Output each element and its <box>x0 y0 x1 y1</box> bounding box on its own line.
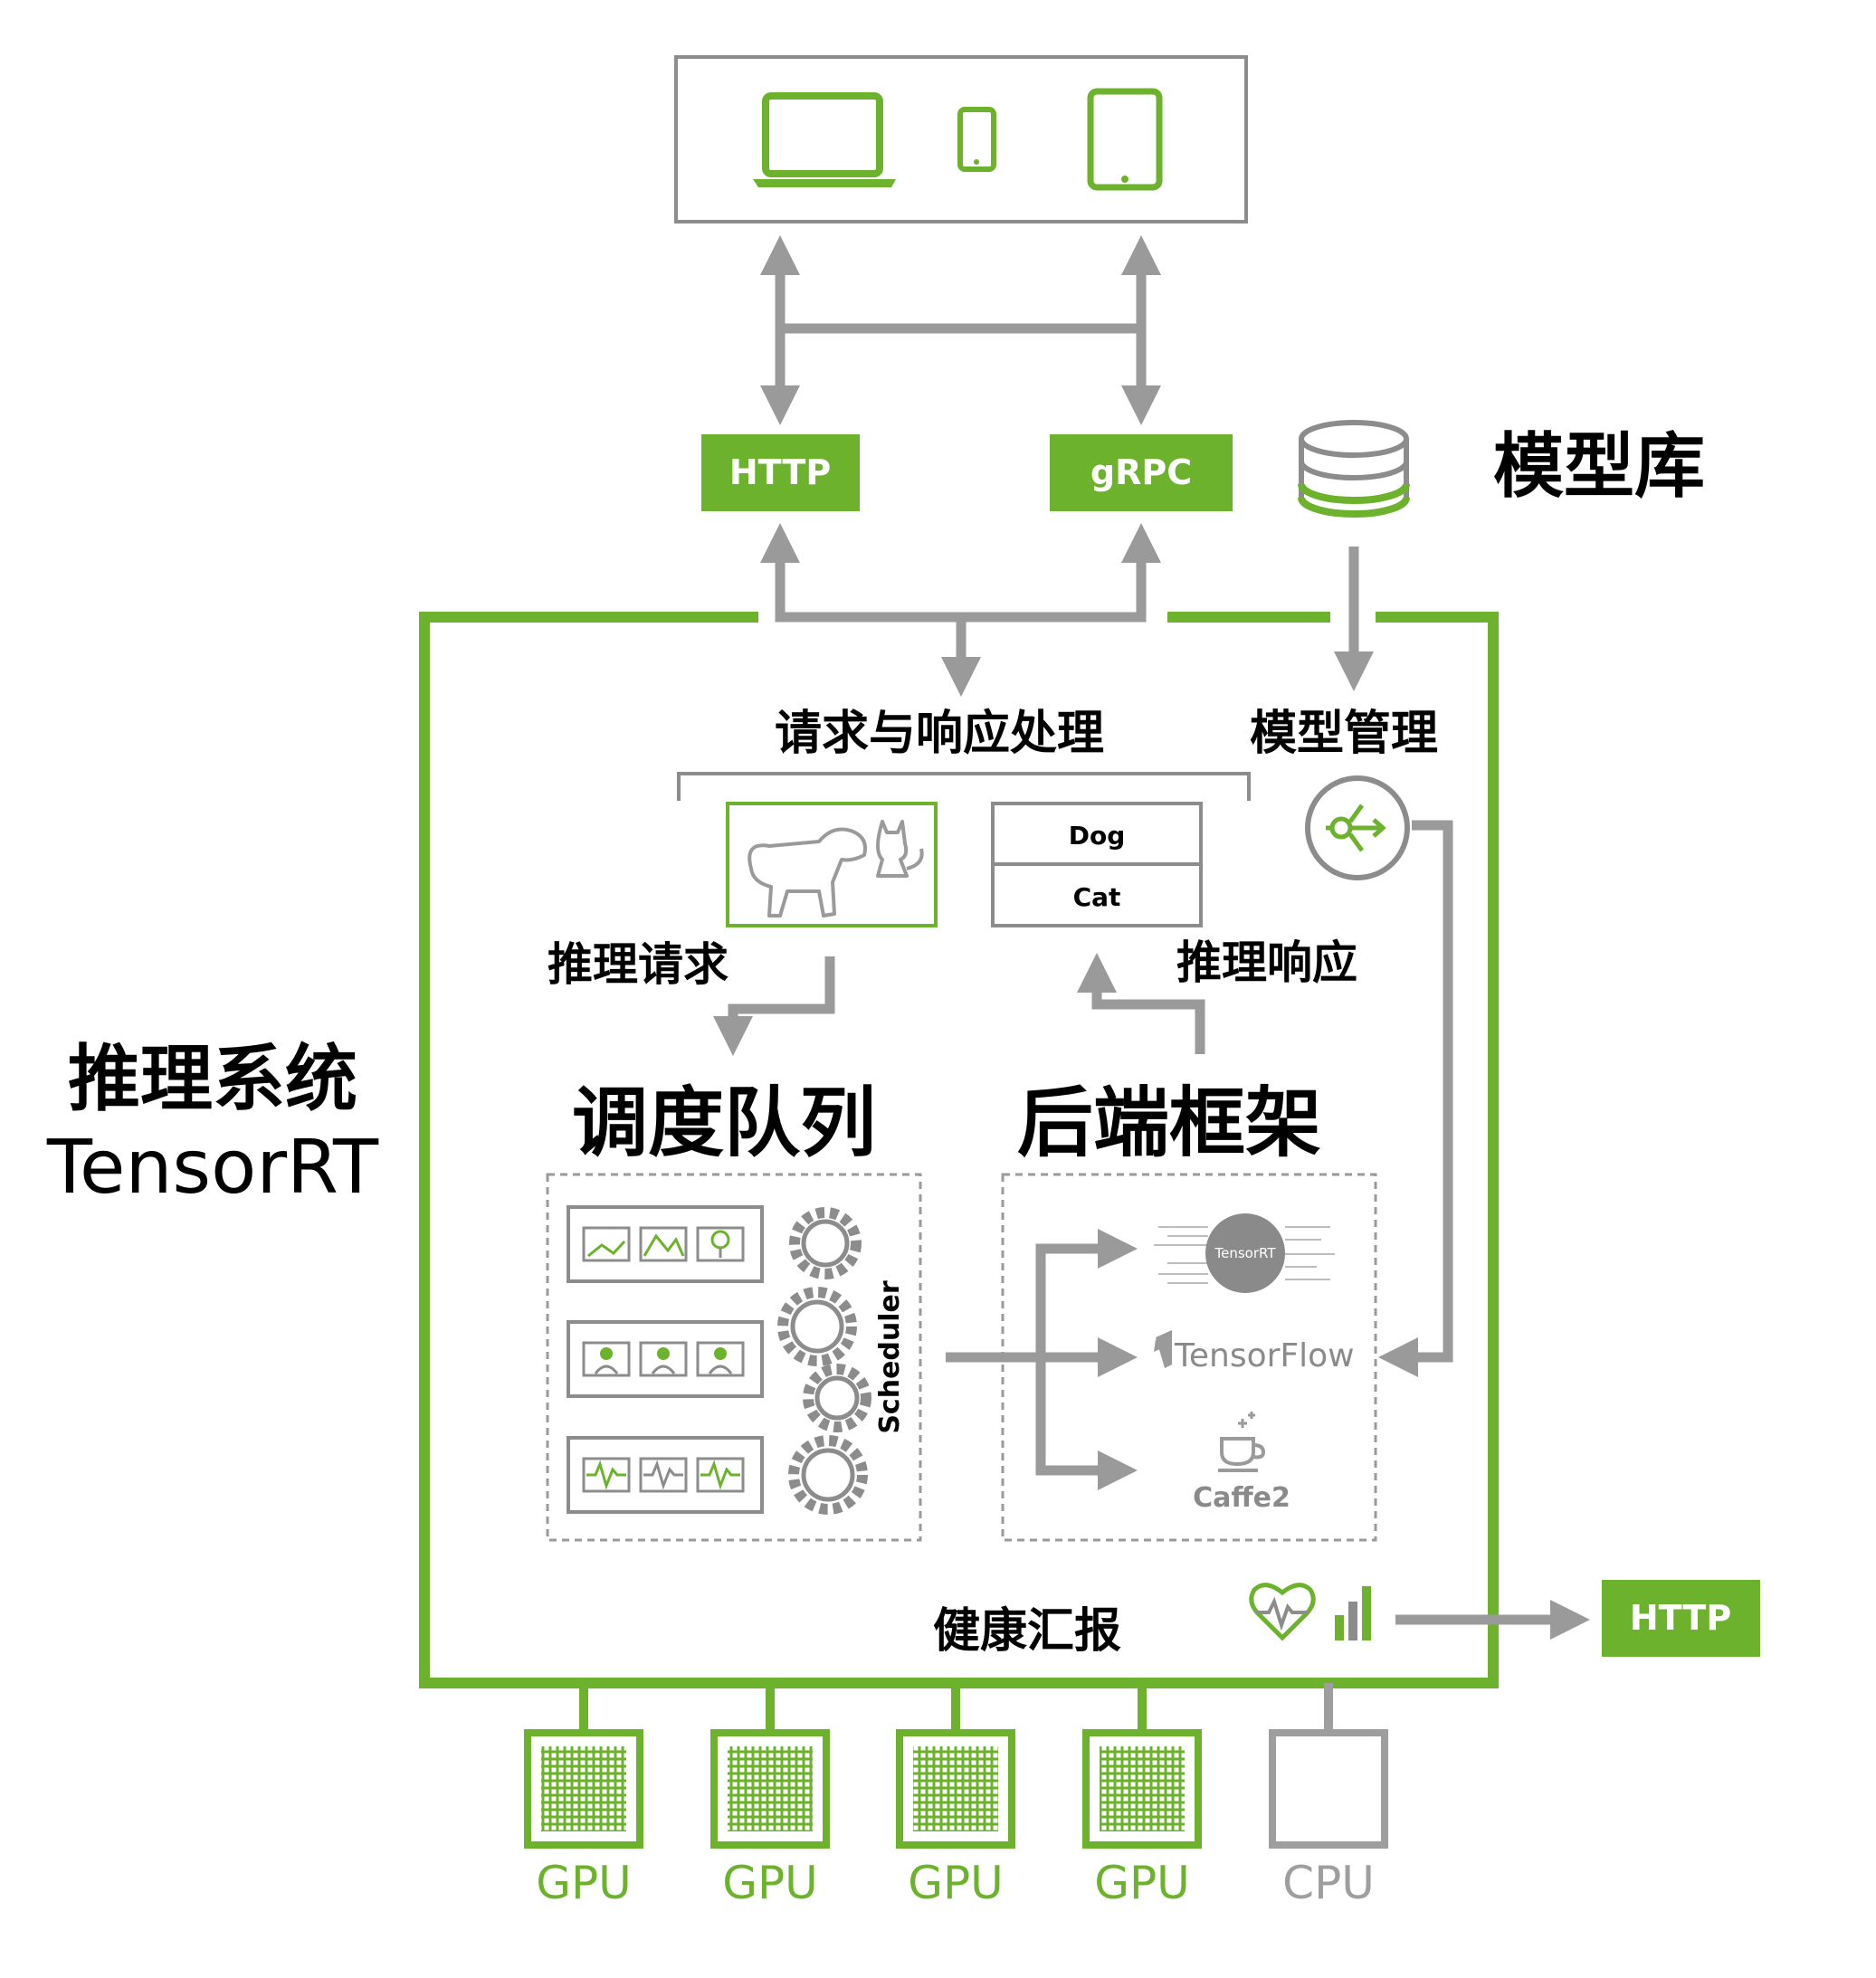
system-title-cn: 推理系统 <box>68 1037 357 1121</box>
inference-request-arrow <box>713 956 835 1056</box>
queue-row-images <box>567 1205 764 1283</box>
waveform-icon <box>696 1457 745 1493</box>
waveform-icon <box>582 1457 631 1493</box>
scheduler-gears <box>777 1207 871 1515</box>
client-protocol-arrows <box>760 235 1161 425</box>
label-dog: Dog <box>1069 821 1126 851</box>
backend-tensorrt: TensorRT <box>1214 1245 1276 1261</box>
scheduler-queue-label: 调度队列 <box>572 1079 876 1167</box>
svg-text:HTTP: HTTP <box>1630 1598 1731 1638</box>
backend-caffe2: Caffe2 <box>1193 1482 1290 1514</box>
gpu-label: GPU <box>908 1857 1004 1909</box>
heart-monitor-icon <box>1249 1583 1316 1641</box>
gpu-label: GPU <box>536 1857 632 1909</box>
hardware-connectors <box>579 1683 1333 1733</box>
classification-output-panel: Dog Cat <box>991 802 1203 927</box>
bar-chart-icon <box>1335 1586 1371 1640</box>
input-image-panel <box>726 802 938 927</box>
database-icon <box>1298 420 1410 518</box>
tensorrt-logo: TensorRT <box>1154 1213 1335 1293</box>
person-image-icon <box>582 1341 631 1377</box>
backend-frameworks-label: 后端框架 <box>1017 1079 1321 1167</box>
person-image-icon <box>696 1341 745 1377</box>
svg-text:HTTP: HTTP <box>729 452 831 492</box>
inference-response-label: 推理响应 <box>1176 937 1357 989</box>
phone-icon <box>957 107 996 172</box>
waveform-icon <box>639 1457 688 1493</box>
person-image-icon <box>639 1341 688 1377</box>
image-icon <box>582 1226 631 1262</box>
model-manager-icon <box>1305 775 1410 880</box>
metrics-http-button[interactable]: HTTP <box>1602 1580 1760 1657</box>
scheduler-queue-box <box>546 1173 922 1542</box>
model-management-label: 模型管理 <box>1250 707 1438 761</box>
queue-row-signals <box>567 1436 764 1514</box>
inference-response-arrow <box>1077 953 1205 1054</box>
cat-icon <box>876 820 924 878</box>
gpu-chip: GPU <box>896 1729 1015 1909</box>
caffe2-logo: Caffe2 <box>1193 1412 1290 1514</box>
dog-icon <box>748 827 867 918</box>
gpu-chip: GPU <box>1082 1729 1202 1909</box>
svg-text:gRPC: gRPC <box>1090 452 1192 492</box>
image-icon <box>696 1226 745 1262</box>
http-button[interactable]: HTTP <box>701 434 860 511</box>
backend-tensorflow: TensorFlow <box>1174 1337 1355 1374</box>
gear-icon <box>803 1364 871 1432</box>
image-icon <box>639 1226 688 1262</box>
tablet-icon <box>1087 88 1163 191</box>
gpu-label: GPU <box>722 1857 818 1909</box>
request-handling-bracket <box>677 772 1251 801</box>
scheduler-backend-arrows <box>946 1229 1138 1490</box>
backend-frameworks-box <box>1001 1173 1377 1542</box>
system-title-en: TensorRT <box>46 1125 379 1211</box>
gear-icon <box>777 1287 857 1366</box>
gear-icon <box>789 1207 862 1279</box>
scheduler-label: Scheduler <box>874 1280 906 1434</box>
cpu-label: CPU <box>1282 1857 1375 1909</box>
coffee-cup-icon <box>1220 1437 1266 1467</box>
tensorflow-logo: TensorFlow <box>1154 1330 1355 1374</box>
label-cat: Cat <box>1073 882 1121 912</box>
client-devices-box <box>674 55 1248 223</box>
gpu-label: GPU <box>1094 1857 1190 1909</box>
gear-icon <box>788 1435 868 1515</box>
queue-row-people <box>567 1320 764 1398</box>
model-repository-label: 模型库 <box>1493 426 1705 508</box>
inference-request-label: 推理请求 <box>548 938 728 991</box>
request-handling-label: 请求与响应处理 <box>775 707 1104 761</box>
gpu-chip: GPU <box>710 1729 830 1909</box>
laptop-icon <box>753 92 896 187</box>
cpu-chip: CPU <box>1269 1729 1388 1909</box>
grpc-button[interactable]: gRPC <box>1050 434 1233 511</box>
gpu-chip: GPU <box>524 1729 643 1909</box>
protocol-request-arrows <box>760 523 1374 697</box>
model-management-arrow <box>1378 820 1453 1377</box>
health-report-label: 健康汇报 <box>933 1604 1121 1659</box>
